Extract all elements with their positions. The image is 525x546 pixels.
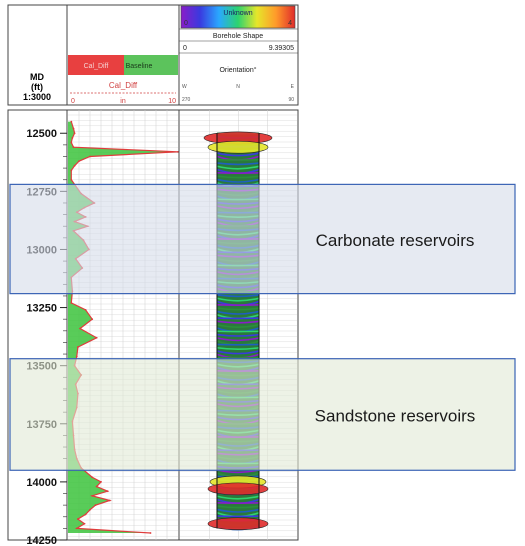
borehole-ring [216,508,260,513]
cal-diff-point [75,355,78,358]
orientation-w: W [182,84,187,90]
depth-label-md: MD [30,72,44,82]
log-body: 1250012750130001325013500137501400014250 [7,109,299,546]
depth-scale: 1:3000 [23,92,51,102]
cal-diff-point [70,141,73,144]
cal-diff-point [78,160,80,163]
cal-diff-point [77,518,79,520]
borehole-ring [216,337,260,342]
borehole-ring [216,297,260,302]
depth-tick-label: 12500 [26,128,57,140]
track1-header-green [124,55,178,75]
depth-tick-label: 14000 [26,477,57,489]
track1-curve-name: Cal_Diff [109,81,138,90]
cal-diff-point [95,336,98,339]
colorbar-label: Unknown [223,10,252,17]
borehole-ring [216,505,260,509]
borehole-washout [207,140,269,154]
borehole-ring [216,323,260,328]
track1-header-right: Baseline [126,63,153,70]
borehole-ring [216,162,260,166]
colorbar-min: 0 [184,20,188,27]
cal-diff-point [84,308,87,311]
depth-tick-label: 14250 [26,535,57,546]
cal-diff-curve [70,121,179,534]
cal-diff-point [84,513,87,516]
colorbar [180,5,296,29]
track1-header-left: Cal_Diff [84,63,109,70]
borehole-ring [216,152,260,157]
reservoir-zone-box [9,183,516,295]
track1-scale-max: 10 [168,98,176,105]
cal-diff-point [71,136,74,139]
cal-diff-point [70,120,73,123]
borehole-shape-label: Borehole Shape [213,33,263,40]
reservoir-zone-box [9,358,516,471]
borehole-ring [216,175,260,179]
cal-diff-point [91,318,94,321]
borehole-ring [216,165,260,170]
cal-diff-point [149,532,152,534]
track1-scale-min: 0 [71,98,75,105]
cal-diff-point [79,327,81,330]
borehole-ring [216,307,260,311]
orientation-label: Orientation° [219,66,256,74]
cal-diff-fill-area [68,121,178,534]
orientation-e: E [291,84,295,90]
cal-diff-point [72,146,75,149]
cal-diff-point [83,522,86,525]
cal-diff-point [70,178,73,181]
borehole-shape-min: 0 [183,45,187,52]
log-header: MD (ft) 1:3000 Cal_Diff Baseline Cal_Dif… [7,4,299,106]
cal-diff-point [89,508,91,511]
borehole-ring [216,350,260,355]
borehole-washout [207,482,269,496]
cal-diff-point [89,155,91,158]
cal-diff-point [100,480,102,483]
depth-tick-label: 13250 [26,303,57,315]
borehole-ring [216,178,260,183]
cal-diff-fill [68,121,178,534]
cal-diff-point [177,150,179,153]
reservoir-zone-label: Carbonate reservoirs [316,231,475,250]
track1-scale-unit: in [120,98,126,105]
borehole-ring [216,495,260,500]
depth-label-unit: (ft) [31,82,43,92]
orientation-n: N [236,84,240,90]
borehole-shape-max: 9.39305 [269,45,294,52]
reservoir-zone-label: Sandstone reservoirs [315,406,476,425]
cal-diff-point [72,127,75,130]
track1-header-red [68,55,124,75]
borehole-ring [216,320,260,324]
orientation-deg-left: 270 [182,97,191,103]
cal-diff-point [73,132,76,135]
colorbar-max: 4 [288,20,292,27]
cal-diff-point [70,302,73,304]
cal-diff-point [91,494,94,497]
cal-diff-point [106,490,109,493]
borehole-ring [216,294,260,298]
cal-diff-point [77,346,79,348]
cal-diff-point [75,527,78,530]
cal-diff-point [108,499,111,502]
borehole-ring [216,346,260,350]
cal-diff-point [91,476,94,479]
orientation-deg-right: 90 [288,97,294,103]
cal-diff-point [95,485,98,488]
borehole-ring [216,333,260,337]
cal-diff-point [73,164,76,167]
borehole-washout [207,517,269,531]
cal-diff-point [94,504,97,507]
borehole-ring [216,310,260,315]
cal-diff-point [70,169,73,172]
